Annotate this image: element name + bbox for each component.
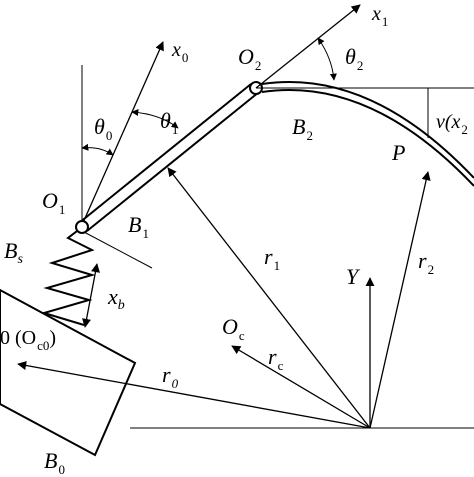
link-b1-edge-top (78, 83, 252, 224)
label-o2: O2 (238, 44, 262, 73)
vector-r0 (17, 360, 371, 429)
xb-dimension-arrow (82, 263, 100, 328)
theta1-arc (131, 108, 179, 129)
joint-o1 (75, 220, 89, 234)
label-x1: x1 (372, 3, 389, 29)
label-r2: r2 (418, 248, 435, 277)
link-b1-edge-bottom (86, 91, 260, 232)
label-r0: r0 (162, 362, 179, 391)
label-xb: xb (108, 284, 125, 313)
label-rc: rc (268, 344, 284, 373)
label-b1: B1 (128, 212, 149, 241)
spring-bs (40, 227, 96, 326)
label-o0-oc0: 0 (Oc0) (0, 327, 57, 353)
label-theta0: θ0 (94, 114, 113, 143)
x0-axis (81, 41, 164, 226)
label-r1: r1 (264, 244, 281, 273)
label-o1: O1 (42, 188, 66, 217)
label-x0: x0 (172, 39, 189, 65)
label-theta2: θ2 (345, 44, 364, 73)
flexible-link-b2-upper (261, 80, 474, 179)
label-b0: B0 (44, 448, 65, 477)
label-oc: Oc (222, 314, 245, 343)
vector-r1 (167, 167, 371, 429)
label-theta1: θ1 (160, 108, 179, 137)
label-bs: Bs (4, 238, 23, 267)
flexible-link-b2-lower (261, 88, 474, 187)
theta2-arc (317, 37, 337, 81)
label-p: P (392, 140, 406, 165)
label-b2: B2 (292, 114, 313, 143)
label-y: Y (346, 264, 359, 289)
label-deflection: ν(x2 (436, 111, 468, 137)
x1-axis (255, 4, 361, 89)
xb-reference-line (83, 231, 153, 269)
theta0-arc (81, 143, 114, 156)
vector-r2 (369, 171, 431, 429)
vector-rc (231, 345, 371, 429)
